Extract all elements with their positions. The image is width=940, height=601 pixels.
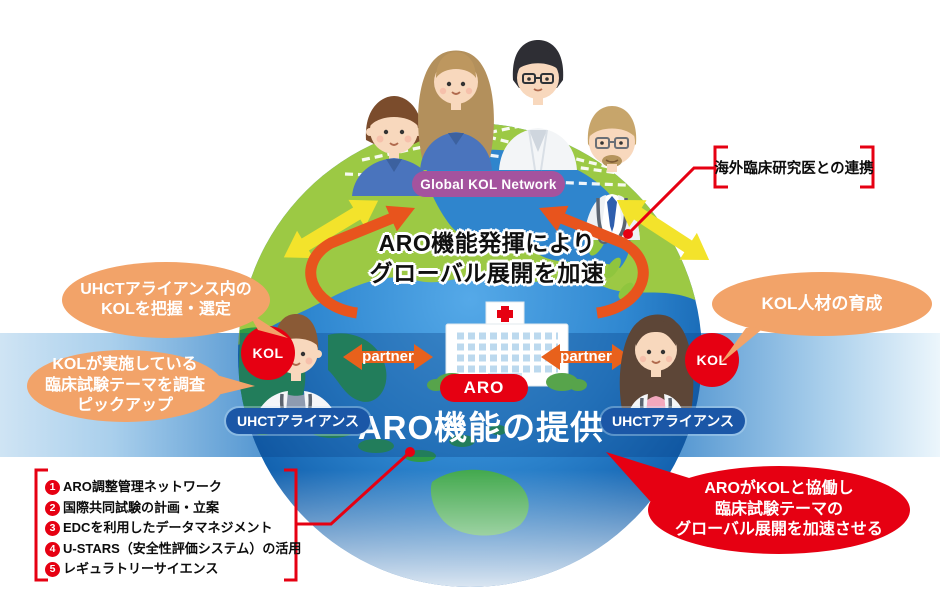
feature-number-icon: 1 bbox=[45, 480, 60, 495]
bubble-text: KOLが実施している 臨床試験テーマを調査 ピックアップ bbox=[44, 356, 205, 415]
feature-text: 国際共同試験の計画・立案 bbox=[63, 499, 220, 515]
feature-text: U-STARS（安全性評価システム）の活用 bbox=[63, 540, 302, 556]
feature-number-icon: 3 bbox=[45, 521, 60, 536]
bubble-text: UHCTアライアンス内の KOLを把握・選定 bbox=[80, 280, 252, 318]
aro-features-list: 1 ARO調整管理ネットワーク 2 国際共同試験の計画・立案 3 EDCを利用し… bbox=[45, 477, 301, 580]
bubble-tail bbox=[606, 452, 702, 510]
feature-text: レギュラトリーサイエンス bbox=[63, 561, 219, 576]
partner-label-right: partner bbox=[560, 348, 612, 365]
bubble-tail bbox=[248, 312, 288, 338]
global-kol-network-badge: Global KOL Network bbox=[412, 171, 565, 197]
speech-bubble-training: KOL人材の育成 bbox=[712, 272, 932, 364]
alliance-pill-right: UHCTアライアンス bbox=[601, 408, 745, 434]
aro-badge: ARO bbox=[440, 374, 528, 402]
connector-dot-left bbox=[405, 447, 415, 457]
feature-number-icon: 4 bbox=[45, 541, 60, 557]
feature-number-icon: 2 bbox=[45, 500, 60, 516]
feature-text: ARO調整管理ネットワーク bbox=[63, 479, 222, 494]
bubble-text: AROがKOLと協働し 臨床試験テーマの グローバル展開を加速させる bbox=[675, 480, 883, 539]
list-item: 4 U-STARS（安全性評価システム）の活用 bbox=[45, 539, 301, 560]
red-cross-icon bbox=[497, 306, 513, 322]
kol-badge-left: KOL bbox=[241, 326, 295, 380]
expand-arrow-left bbox=[305, 205, 415, 319]
bubble-tail bbox=[720, 326, 766, 364]
speech-bubble-select-kol: UHCTアライアンス内の KOLを把握・選定 bbox=[62, 262, 288, 338]
callout-connectors bbox=[34, 145, 875, 582]
list-item: 5 レギュラトリーサイエンス bbox=[45, 559, 301, 580]
overseas-bracket-right bbox=[860, 145, 875, 189]
connector-dot-right bbox=[623, 229, 633, 239]
list-item: 3 EDCを利用したデータマネジメント bbox=[45, 518, 301, 539]
bubble-text: KOL人材の育成 bbox=[761, 294, 883, 314]
list-item: 1 ARO調整管理ネットワーク bbox=[45, 477, 301, 498]
list-item: 2 国際共同試験の計画・立案 bbox=[45, 498, 301, 519]
alliance-pill-left: UHCTアライアンス bbox=[226, 408, 370, 434]
features-bracket-left bbox=[34, 468, 48, 582]
feature-number-icon: 5 bbox=[45, 562, 60, 577]
partner-label-left: partner bbox=[362, 348, 414, 365]
speech-bubble-accelerate: AROがKOLと協働し 臨床試験テーマの グローバル展開を加速させる bbox=[606, 452, 910, 554]
kol-doctor-2 bbox=[418, 50, 494, 170]
feature-text: EDCを利用したデータマネジメント bbox=[63, 520, 273, 535]
overseas-collab-note: 海外臨床研究医との連携 bbox=[714, 161, 874, 177]
slogan-text: ARO機能発揮により グローバル展開を加速 bbox=[369, 230, 605, 287]
speech-bubble-survey: KOLが実施している 臨床試験テーマを調査 ピックアップ bbox=[27, 350, 255, 422]
bubble-tail bbox=[213, 374, 255, 396]
kol-doctor-3 bbox=[499, 40, 577, 171]
kol-badge-right: KOL bbox=[685, 333, 739, 387]
indochina bbox=[328, 333, 387, 402]
expand-arrow-right bbox=[539, 205, 649, 319]
band-title: ARO機能の提供 bbox=[357, 409, 605, 446]
